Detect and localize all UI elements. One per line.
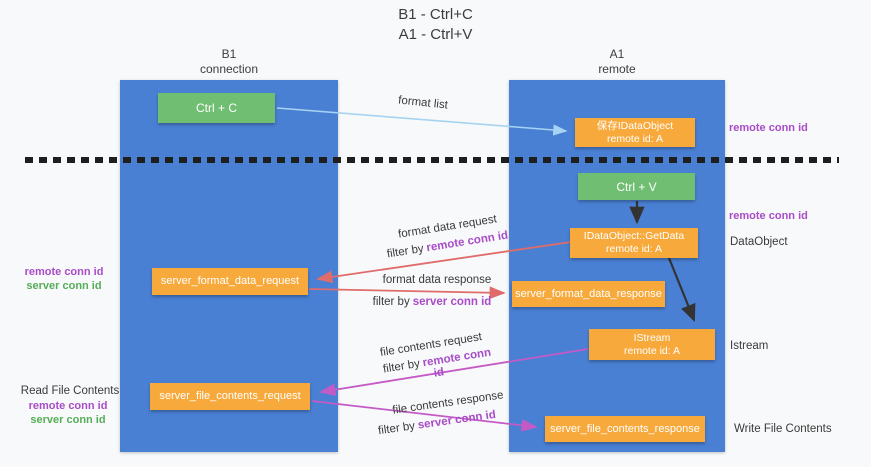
save-dataobject-line1: 保存IDataObject [596, 119, 674, 132]
istream-annotation: Istream [730, 340, 769, 352]
getdata-box: IDataObject::GetData remote id: A [570, 228, 698, 258]
server-format-data-response-box: server_format_data_response [512, 281, 665, 307]
session-divider-dashed-line [25, 157, 839, 163]
right-column-subtitle: remote [598, 62, 636, 76]
format-data-response-label: format data response [382, 274, 492, 286]
write-file-contents-annotation: Write File Contents [734, 423, 832, 435]
istream-line2: remote id: A [623, 344, 681, 357]
server-format-data-response-label: server_format_data_response [515, 287, 662, 300]
remote-conn-id-annotation-left-2: remote conn id [28, 400, 108, 412]
left-column-name: B1 [221, 47, 237, 61]
read-file-contents-annotation: Read File Contents [20, 385, 120, 397]
title-line-1: B1 - Ctrl+C [398, 6, 473, 23]
filter-by-text: filter by [382, 357, 421, 376]
title-line-2: A1 - Ctrl+V [398, 26, 473, 43]
getdata-line2: remote id: A [605, 243, 663, 255]
save-dataobject-line2: remote id: A [606, 132, 664, 145]
dataobject-annotation: DataObject [730, 236, 788, 248]
remote-conn-id-annotation-mid: remote conn id [729, 210, 808, 222]
format-data-response-arrow [308, 286, 506, 300]
ctrl-v-label: Ctrl + V [616, 179, 657, 194]
server-file-contents-request-box: server_file_contents_request [150, 383, 310, 410]
server-format-data-request-label: server_format_data_request [160, 275, 300, 287]
remote-conn-id-annotation-left-1: remote conn id [24, 266, 104, 278]
server-conn-id-text: server conn id [412, 296, 492, 308]
right-column-header: A1 remote [509, 47, 725, 77]
istream-box: IStream remote id: A [589, 329, 715, 360]
left-column-header: B1 connection [120, 47, 338, 77]
server-conn-id-annotation-left-1: server conn id [26, 280, 102, 292]
right-column-name: A1 [609, 47, 625, 61]
filter-by-text: filter by [377, 420, 416, 438]
filter-by-text: filter by [386, 242, 425, 261]
server-file-contents-request-label: server_file_contents_request [159, 390, 301, 402]
getdata-line1: IDataObject::GetData [583, 230, 685, 242]
ctrl-v-box: Ctrl + V [578, 173, 695, 200]
remote-conn-id-annotation-top: remote conn id [729, 122, 808, 134]
format-list-label: format list [397, 94, 449, 112]
left-column-subtitle: connection [199, 62, 259, 76]
server-file-contents-response-label: server_file_contents_response [550, 422, 700, 435]
server-format-data-request-box: server_format_data_request [152, 268, 308, 295]
remote-conn-id-text: remote conn id [421, 346, 492, 380]
diagram-title: B1 - Ctrl+C A1 - Ctrl+V [300, 5, 571, 45]
server-conn-id-text: server conn id [417, 408, 497, 432]
server-file-contents-response-box: server_file_contents_response [545, 416, 705, 442]
filter-by-text: filter by [372, 296, 410, 308]
save-dataobject-box: 保存IDataObject remote id: A [575, 118, 695, 147]
server-conn-id-annotation-left-2: server conn id [30, 414, 106, 426]
istream-line1: IStream [633, 331, 671, 344]
ctrl-c-label: Ctrl + C [195, 101, 237, 115]
ctrl-c-box: Ctrl + C [158, 93, 275, 123]
